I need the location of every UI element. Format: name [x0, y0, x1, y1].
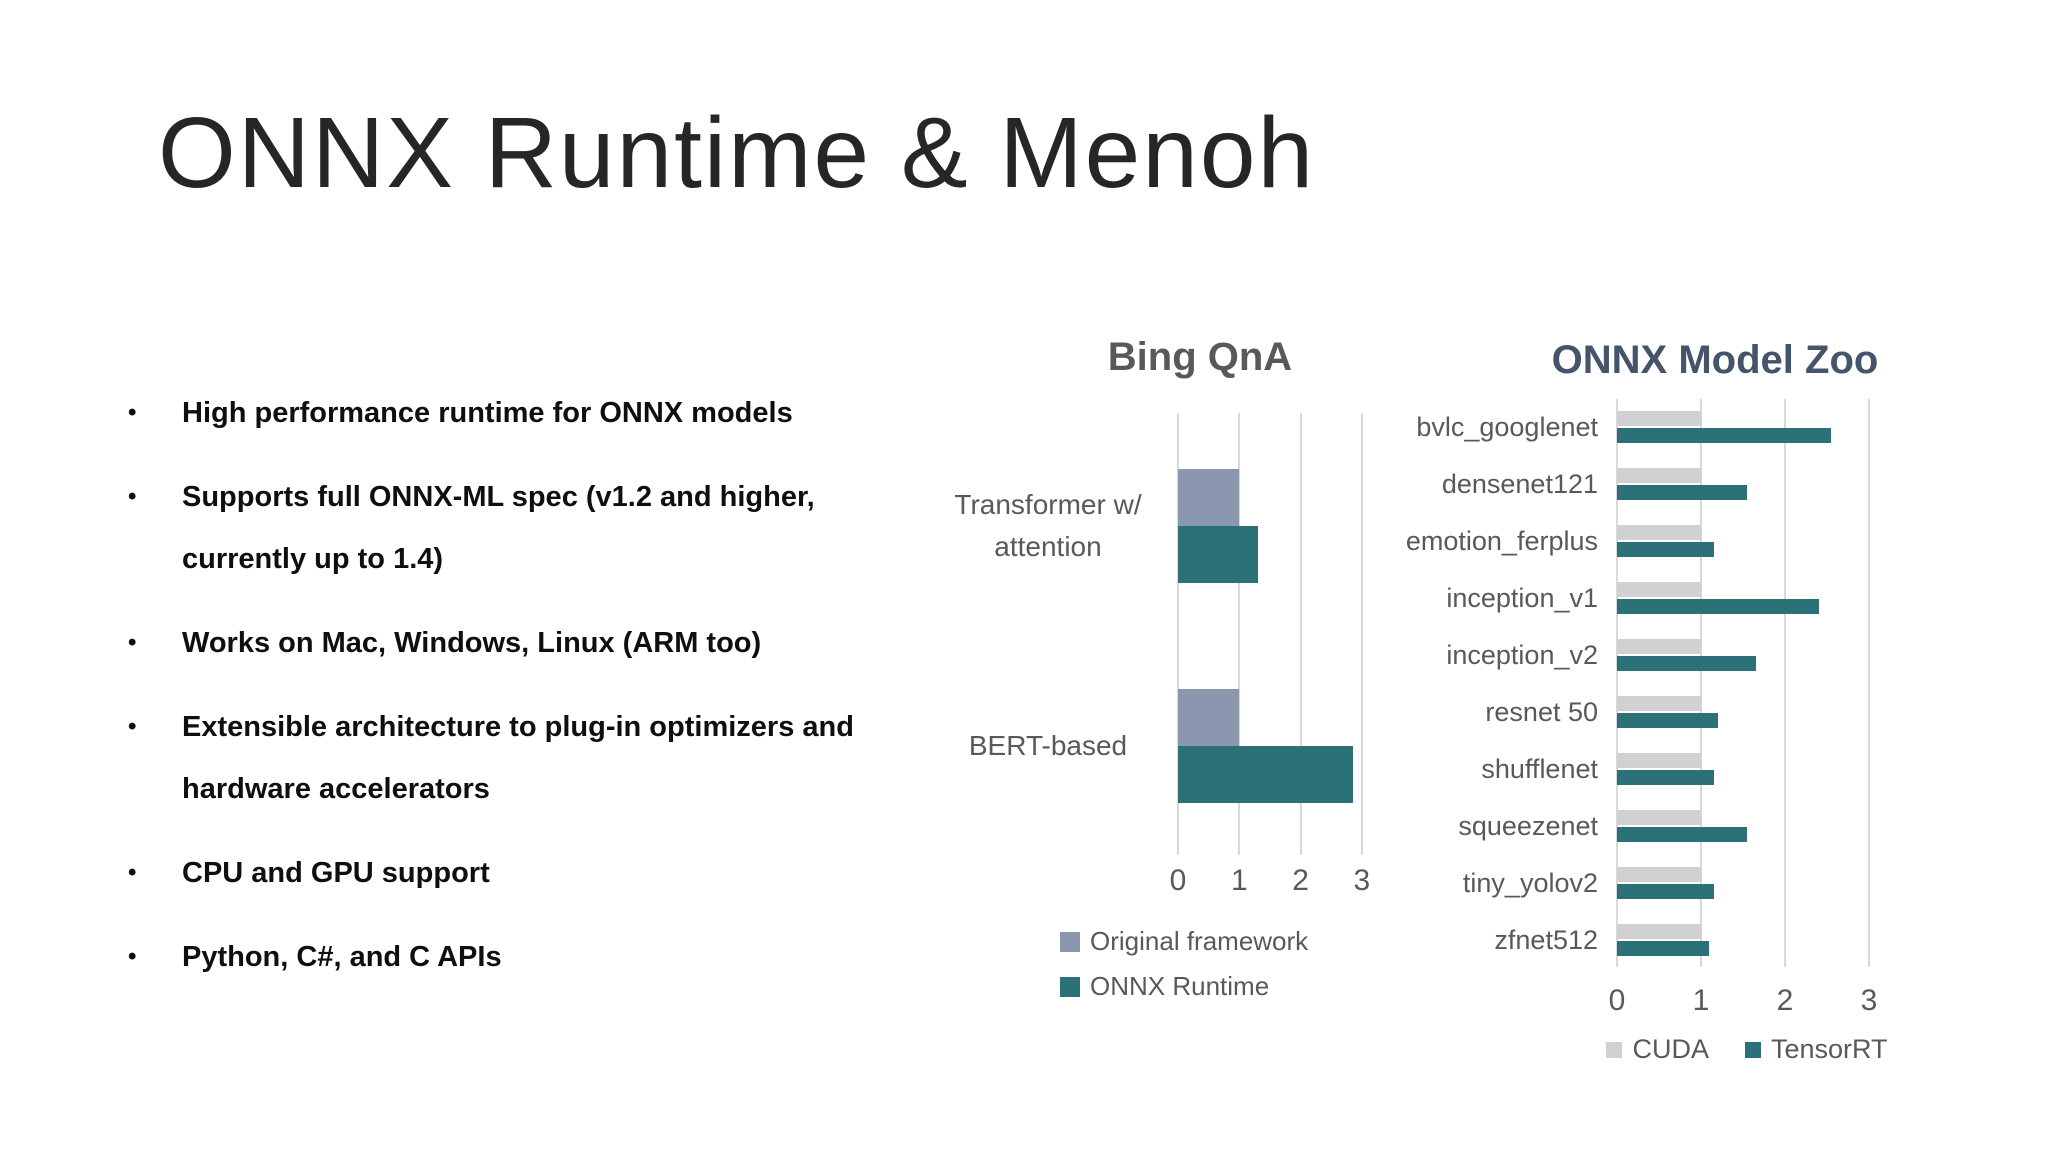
bullet-item-6: • Python, C#, and C APIs — [118, 926, 898, 988]
category-label-resnet-50: resnet 50 — [1485, 697, 1598, 727]
legend-label-tensorrt: TensorRT — [1770, 1034, 1888, 1064]
category-label-squeezenet: squeezenet — [1458, 811, 1598, 841]
bing-qna-chart-title: Bing QnA — [1107, 335, 1293, 379]
category-label-zfnet512: zfnet512 — [1494, 925, 1598, 955]
page-title: ONNX Runtime & Menoh — [158, 97, 1316, 209]
bullet-glyph: • — [128, 483, 137, 510]
category-label-densenet121: densenet121 — [1441, 469, 1598, 499]
bar-shufflenet-cuda — [1617, 753, 1701, 768]
bar-tiny-yolov2-tensorrt — [1617, 884, 1714, 899]
legend: CUDA TensorRT — [1487, 1034, 2007, 1065]
legend-swatch-original-framework — [1060, 931, 1080, 952]
bar-inception-v1-cuda — [1617, 582, 1701, 597]
bullet-glyph: • — [128, 713, 137, 740]
x-tick-label-1: 1 — [1230, 864, 1248, 897]
legend-swatch-cuda — [1606, 1041, 1623, 1058]
bar-inception-v2-cuda — [1617, 639, 1701, 654]
category-label-transformer-w-attention: Transformer w/ attention — [954, 488, 1142, 562]
x-tick-label-1: 1 — [1692, 984, 1710, 1017]
bullet-item-2: • Supports full ONNX-ML spec (v1.2 and hi… — [118, 466, 898, 590]
gridline-x2 — [1299, 413, 1302, 855]
onnx-model-zoo-chart-title: ONNX Model Zoo — [1551, 338, 1879, 382]
legend-item-cuda: CUDA — [1606, 1034, 1709, 1065]
legend-swatch-onnx-runtime — [1060, 976, 1080, 997]
bullet-list: • High performance runtime for ONNX model… — [118, 382, 898, 1010]
x-tick-label-0: 0 — [1608, 984, 1626, 1017]
bullet-text: Works on Mac, Windows, Linux (ARM too) — [182, 627, 762, 659]
bar-zfnet512-cuda — [1617, 924, 1701, 939]
bullet-glyph: • — [128, 399, 137, 426]
bullet-text: CPU and GPU support — [182, 857, 490, 889]
legend-item-original-framework: Original framework — [1060, 926, 1400, 957]
category-label-tiny-yolov2: tiny_yolov2 — [1462, 868, 1598, 898]
bar-bert-based-onnx-runtime — [1178, 745, 1353, 803]
bullet-glyph: • — [128, 629, 137, 656]
category-label-inception-v1: inception_v1 — [1446, 583, 1598, 613]
bar-densenet121-cuda — [1617, 468, 1701, 483]
x-tick-label-2: 2 — [1776, 984, 1794, 1017]
legend-label-cuda: CUDA — [1632, 1034, 1709, 1064]
category-label-emotion-ferplus: emotion_ferplus — [1405, 526, 1598, 556]
legend-item-tensorrt: TensorRT — [1744, 1034, 1888, 1065]
bar-emotion-ferplus-tensorrt — [1617, 542, 1714, 557]
bar-squeezenet-cuda — [1617, 810, 1701, 825]
bullet-item-1: • High performance runtime for ONNX model… — [118, 382, 898, 444]
legend-label-onnx-runtime: ONNX Runtime — [1090, 971, 1270, 1001]
bullet-glyph: • — [128, 943, 137, 970]
gridline-x0 — [1616, 399, 1618, 967]
bullet-text: High performance runtime for ONNX models — [182, 397, 793, 429]
legend-item-onnx-runtime: ONNX Runtime — [1060, 971, 1400, 1002]
bar-tiny-yolov2-cuda — [1617, 867, 1701, 882]
bar-zfnet512-tensorrt — [1617, 941, 1710, 956]
gridline-x3 — [1360, 413, 1363, 855]
bullet-item-4: • Extensible architecture to plug-in opti… — [118, 696, 898, 820]
bar-inception-v2-tensorrt — [1617, 656, 1756, 671]
gridline-x0 — [1177, 413, 1179, 855]
bullet-item-3: • Works on Mac, Windows, Linux (ARM too) — [118, 612, 898, 674]
gridline-x2 — [1784, 399, 1786, 967]
bar-bvlc-googlenet-cuda — [1617, 411, 1701, 426]
x-tick-label-3: 3 — [1353, 864, 1371, 897]
bullet-glyph: • — [128, 859, 137, 886]
bar-transformer-w-attention-onnx-runtime — [1178, 525, 1258, 583]
bar-shufflenet-tensorrt — [1617, 770, 1714, 785]
bar-emotion-ferplus-cuda — [1617, 525, 1701, 540]
bar-densenet121-tensorrt — [1617, 485, 1748, 500]
bar-resnet-50-tensorrt — [1617, 713, 1718, 728]
bullet-text: Supports full ONNX-ML spec (v1.2 and hig… — [182, 481, 815, 575]
gridline-x3 — [1868, 399, 1870, 967]
bar-inception-v1-tensorrt — [1617, 599, 1819, 614]
x-tick-label-0: 0 — [1169, 864, 1187, 897]
category-label-bert-based: BERT-based — [968, 729, 1128, 761]
category-label-shufflenet: shufflenet — [1481, 754, 1598, 784]
bar-squeezenet-tensorrt — [1617, 827, 1748, 842]
category-label-inception-v2: inception_v2 — [1446, 640, 1598, 670]
gridline-x1 — [1700, 399, 1702, 967]
category-label-bvlc-googlenet: bvlc_googlenet — [1416, 412, 1598, 442]
x-tick-label-2: 2 — [1292, 864, 1309, 897]
bar-resnet-50-cuda — [1617, 696, 1701, 711]
x-tick-label-3: 3 — [1860, 984, 1878, 1017]
gridline-x1 — [1238, 413, 1241, 855]
legend-swatch-tensorrt — [1744, 1041, 1761, 1058]
legend-label-original-framework: Original framework — [1090, 926, 1309, 956]
bullet-text: Python, C#, and C APIs — [182, 941, 502, 973]
bar-bert-based-original-framework — [1178, 688, 1240, 746]
bullet-item-5: • CPU and GPU support — [118, 842, 898, 904]
bar-transformer-w-attention-original-framework — [1178, 468, 1240, 526]
bar-bvlc-googlenet-tensorrt — [1617, 428, 1832, 443]
bullet-text: Extensible architecture to plug-in optim… — [182, 711, 854, 805]
